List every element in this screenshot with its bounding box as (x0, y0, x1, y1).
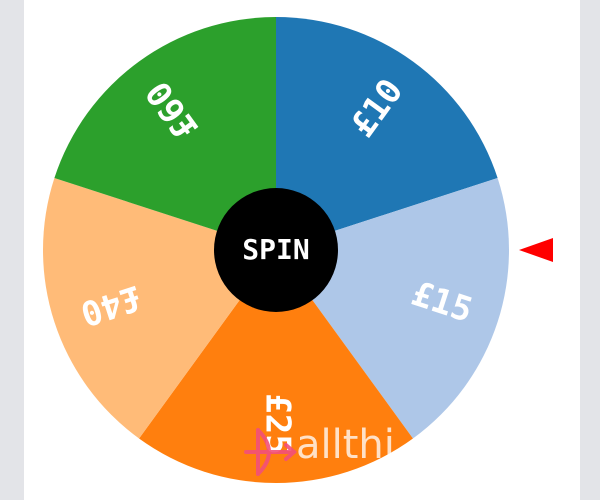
wheel-segments (42, 17, 510, 483)
spin-button[interactable]: SPIN (214, 188, 338, 312)
watermark-text: allthi (296, 422, 395, 468)
wheel-segment (54, 17, 277, 250)
triangle-left-icon (519, 238, 553, 262)
spin-button-label[interactable]: SPIN (242, 233, 309, 266)
spin-button-circle[interactable] (214, 188, 338, 312)
wheel-segment-label: £25 (258, 393, 298, 454)
wheel-segment (276, 17, 498, 250)
bow-and-arrow-logo (244, 428, 298, 476)
wheel-segment (139, 250, 413, 483)
watermark: allthi (244, 422, 395, 476)
